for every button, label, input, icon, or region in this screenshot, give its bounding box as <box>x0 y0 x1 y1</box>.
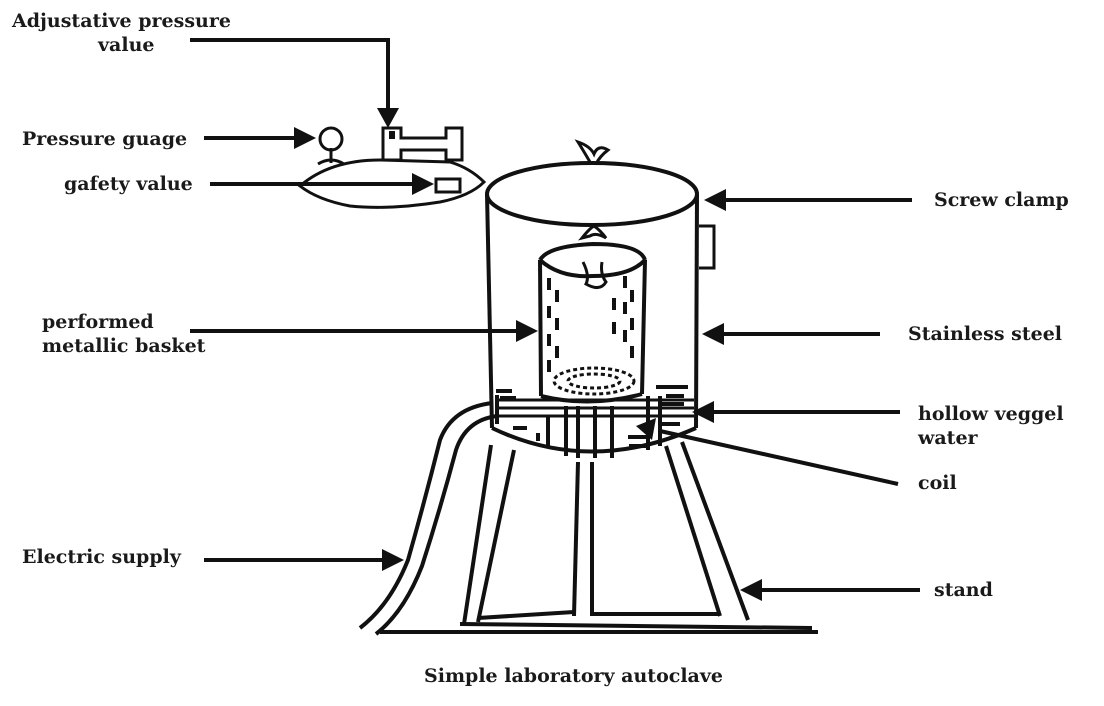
label-coil: coil <box>918 472 957 494</box>
pointer-coil <box>659 429 899 486</box>
basket-rim-top <box>538 241 647 262</box>
basket-dot-ring-outer <box>552 366 636 396</box>
screw-clamp-tab <box>699 224 716 270</box>
water-coil-region <box>495 385 694 458</box>
label-electric-supply: Electric supply <box>22 546 182 568</box>
arrow-basket <box>516 320 538 342</box>
label-safety-valve: gafety value <box>64 173 193 195</box>
diagram-caption: Simple laboratory autoclave <box>424 665 723 687</box>
label-basket-line1: performed <box>42 311 154 333</box>
stand-leg-left-inner <box>476 449 516 623</box>
vessel-bottom <box>491 426 697 454</box>
label-pressure-gauge: Pressure guage <box>22 128 187 150</box>
water-dashes <box>496 385 688 448</box>
cable-inner <box>374 414 498 636</box>
stand-leg-right-outer <box>680 441 750 621</box>
electric-cable <box>358 401 498 636</box>
basket-left <box>538 259 543 397</box>
stand-leg-left-outer <box>462 444 493 625</box>
inner-hook <box>578 224 608 241</box>
vessel-top-rim <box>485 161 699 227</box>
labels: Adjustative pressure value Pressure guag… <box>11 10 1069 687</box>
arrow-electric <box>382 549 404 571</box>
pointer-adjustative <box>190 38 390 110</box>
arrow-safety-valve <box>412 173 434 195</box>
label-adjustative-line1: Adjustative pressure <box>11 10 231 32</box>
pointers <box>190 38 920 601</box>
label-stand: stand <box>934 579 993 601</box>
basket-perforations <box>547 276 634 372</box>
adjustable-valve-part <box>381 126 464 162</box>
safety-valve-part <box>434 177 462 194</box>
basket-hanger <box>581 261 608 289</box>
label-stainless-steel: Stainless steel <box>908 323 1062 345</box>
pressure-gauge-dial <box>318 126 344 152</box>
stand-leg-mid-1 <box>572 461 580 617</box>
gauge-base <box>317 158 345 166</box>
arrow-stand <box>740 579 762 601</box>
label-hollow-line2: water <box>917 427 979 449</box>
lid-assembly <box>297 126 487 209</box>
basket-rim-front <box>538 258 647 279</box>
valve-dot <box>389 131 395 139</box>
basket-dot-ring-inner <box>566 372 622 390</box>
label-screw-clamp: Screw clamp <box>934 189 1069 211</box>
cable-outer <box>358 401 493 630</box>
stand-base-top <box>459 622 813 630</box>
stand <box>380 441 818 634</box>
arrow-stainless <box>702 323 724 345</box>
stand-leg-right-inner <box>664 445 722 617</box>
top-knob <box>574 139 611 165</box>
vessel-left-wall <box>485 193 494 429</box>
arrow-screw-clamp <box>704 189 726 211</box>
lid-body <box>297 158 487 209</box>
vessel <box>485 139 716 454</box>
vessel-right-wall <box>694 193 699 429</box>
label-hollow-line1: hollow veggel <box>918 403 1064 425</box>
arrow-coil <box>636 418 656 440</box>
arrow-hollow <box>692 401 714 423</box>
stand-crossbar-left <box>477 610 575 620</box>
arrow-adjustative <box>377 108 399 128</box>
basket-right <box>640 259 647 395</box>
metallic-basket <box>538 241 647 404</box>
arrow-pressure-gauge <box>294 127 316 149</box>
label-adjustative-line2: value <box>97 34 154 56</box>
label-basket-line2: metallic basket <box>42 335 206 357</box>
